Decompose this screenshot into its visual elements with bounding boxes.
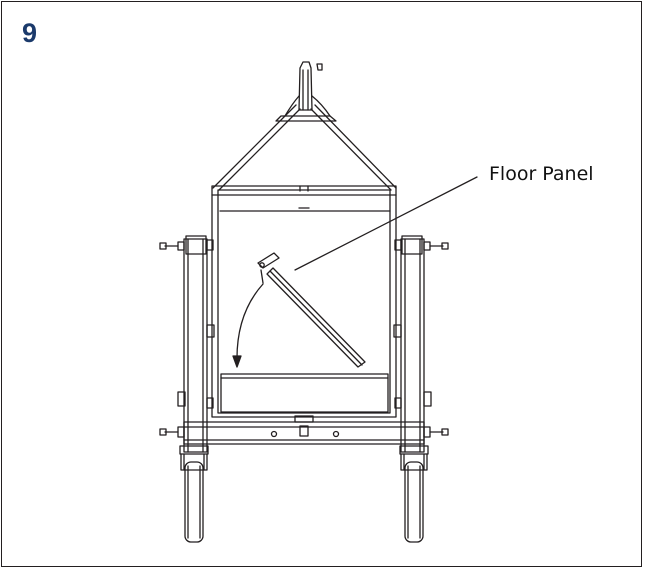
- left-side-post: [159, 235, 215, 453]
- floor-panel-lowered: [220, 373, 389, 413]
- floor-panel-raised: [257, 252, 366, 368]
- callout-label-floor-panel: Floor Panel: [489, 163, 594, 185]
- right-side-post: [393, 235, 449, 453]
- callout-leader-line: [294, 176, 478, 271]
- left-caster-wheel: [179, 445, 209, 543]
- tow-bar: [284, 61, 331, 117]
- right-caster-wheel: [399, 445, 429, 543]
- bottom-cross-beam: [183, 415, 425, 445]
- main-frame: [211, 185, 397, 418]
- step-number: 9: [22, 18, 38, 48]
- rotation-arrow-icon: [232, 283, 264, 368]
- a-frame-braces: [212, 104, 397, 191]
